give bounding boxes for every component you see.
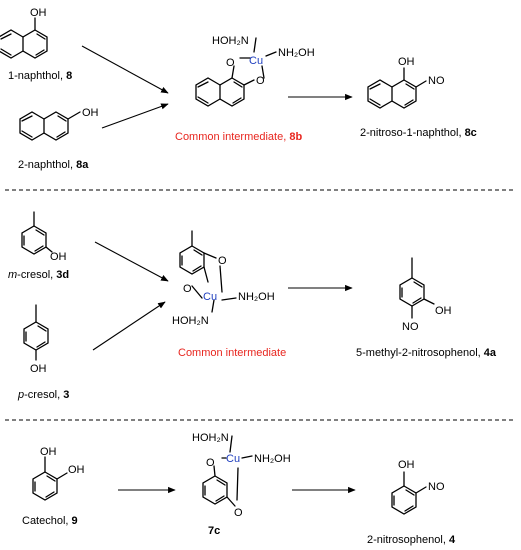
atom-no: NO (428, 481, 445, 493)
arrow-m-cresol-to-int (94, 241, 169, 282)
atom-o: O (183, 283, 192, 295)
structure-2-nitrosophenol (391, 471, 427, 515)
structure-p-cresol (23, 304, 49, 361)
label-catechol: Catechol, 9 (22, 515, 78, 527)
atom-oh: OH (435, 305, 452, 317)
atom-o: O (256, 75, 265, 87)
label-intermediate-8b: Common intermediate, 8b (175, 131, 302, 143)
atom-oh: OH (30, 363, 47, 375)
atom-nh2oh: NH₂OH (278, 47, 315, 59)
structure-2-naphthol (19, 111, 81, 141)
label-1-naphthol: 1-naphthol, 8 (8, 70, 72, 82)
atom-oh: OH (398, 56, 415, 68)
atom-cu: Cu (203, 291, 217, 303)
atom-no: NO (402, 321, 419, 333)
label-common-intermediate-cresol: Common intermediate (178, 347, 286, 359)
label-product-4a: 5-methyl-2-nitrosophenol, 4a (356, 347, 497, 359)
atom-oh: OH (30, 7, 47, 19)
arrow-r2-to-int (101, 103, 169, 129)
structure-common-intermediate-cresol (179, 230, 237, 313)
atom-oh: OH (398, 459, 415, 471)
atom-oh: OH (82, 107, 99, 119)
atom-o: O (234, 507, 243, 519)
atom-o: O (206, 457, 215, 469)
structure-2-nitroso-1-naphthol (367, 67, 427, 109)
structure-catechol (32, 456, 68, 501)
structure-1-naphthol (0, 17, 48, 59)
arrow-p-cresol-to-int (92, 301, 166, 351)
atom-o: O (218, 255, 227, 267)
atom-hoh2n: HOH₂N (192, 432, 229, 444)
atom-cu: Cu (226, 453, 240, 465)
label-p-cresol: p-cresol, 3 (17, 389, 69, 401)
atom-no: NO (428, 75, 445, 87)
atom-oh: OH (50, 251, 67, 263)
atom-o: O (226, 57, 235, 69)
atom-oh: OH (68, 464, 85, 476)
label-2-naphthol: 2-naphthol, 8a (18, 159, 89, 171)
label-m-cresol: m-cresol, 3d (8, 269, 69, 281)
atom-hoh2n: HOH₂N (212, 35, 249, 47)
atom-hoh2n: HOH₂N (172, 315, 209, 327)
atom-oh: OH (40, 446, 57, 458)
structure-intermediate-7c (202, 435, 253, 507)
atom-cu: Cu (249, 55, 263, 67)
arrow-r1-to-int (81, 45, 169, 94)
structure-m-cresol (21, 211, 53, 255)
label-product-4: 2-nitrosophenol, 4 (367, 534, 456, 546)
atom-nh2oh: NH₂OH (254, 453, 291, 465)
atom-nh2oh: NH₂OH (238, 291, 275, 303)
structure-5-methyl-2-nitrosophenol (399, 257, 435, 319)
label-product-8c: 2-nitroso-1-naphthol, 8c (360, 127, 477, 139)
structure-intermediate-8b (195, 37, 277, 107)
label-intermediate-7c: 7c (208, 525, 220, 537)
